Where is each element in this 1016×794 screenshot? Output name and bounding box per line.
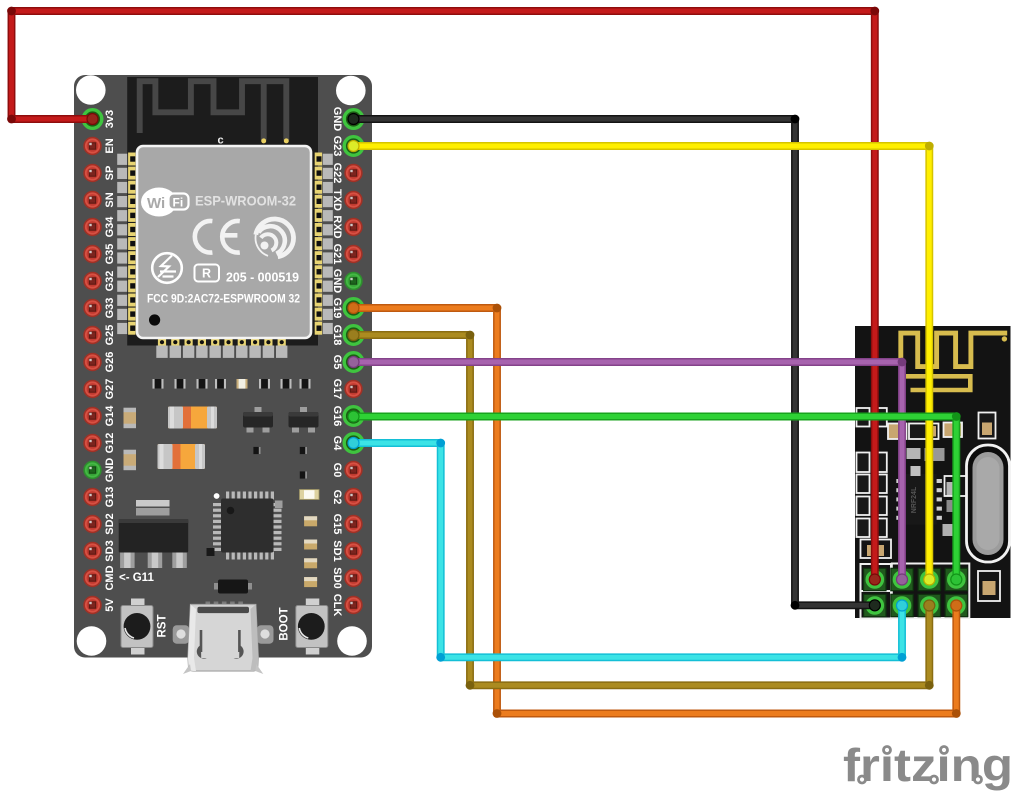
svg-text:<- G11: <- G11 [119,572,154,584]
svg-text:3v3: 3v3 [104,110,116,128]
svg-text:G18: G18 [331,325,343,346]
svg-text:c: c [218,135,224,147]
svg-text:G16: G16 [331,406,343,427]
svg-text:EN: EN [104,138,116,153]
svg-text:G22: G22 [331,163,343,184]
svg-text:CLK: CLK [331,594,343,617]
svg-text:G12: G12 [104,433,116,454]
svg-text:G2: G2 [331,490,343,505]
svg-text:205 - 000519: 205 - 000519 [226,271,299,285]
svg-text:SN: SN [104,192,116,207]
svg-text:GND: GND [331,107,343,132]
svg-text:SD0: SD0 [331,567,343,588]
svg-text:G33: G33 [104,298,116,319]
svg-text:G0: G0 [331,463,343,478]
svg-text:ESP-WROOM-32: ESP-WROOM-32 [195,193,296,209]
svg-text:G14: G14 [104,405,116,427]
svg-text:RXD: RXD [331,215,343,238]
svg-text:G27: G27 [104,379,116,400]
svg-text:G21: G21 [331,244,343,265]
svg-text:5V: 5V [104,598,116,612]
svg-text:SD2: SD2 [104,513,116,534]
svg-text:GND: GND [104,458,116,483]
svg-text:G4: G4 [331,436,343,452]
svg-text:BOOT: BOOT [279,607,291,640]
svg-text:SD1: SD1 [331,540,343,561]
svg-text:SP: SP [104,166,116,181]
svg-text:fritzing: fritzing [843,739,1013,791]
svg-text:G17: G17 [331,379,343,400]
svg-text:G35: G35 [104,244,116,265]
svg-text:G15: G15 [331,514,343,535]
svg-text:SD3: SD3 [104,540,116,561]
svg-text:TXD: TXD [331,189,343,211]
svg-text:G26: G26 [104,352,116,373]
svg-text:G34: G34 [104,216,116,238]
svg-text:R: R [202,267,211,281]
svg-text:FCC 9D:2AC72-ESPWROOM 32: FCC 9D:2AC72-ESPWROOM 32 [147,292,300,306]
svg-text:Wi: Wi [147,195,165,212]
svg-text:G13: G13 [104,487,116,508]
svg-text:GND: GND [331,269,343,294]
svg-text:CMD: CMD [104,565,116,590]
svg-text:Fi: Fi [173,196,184,210]
svg-text:G5: G5 [331,355,343,370]
svg-text:G32: G32 [104,271,116,292]
svg-text:RST: RST [157,615,169,638]
svg-text:G23: G23 [331,136,343,157]
svg-text:G19: G19 [331,298,343,319]
svg-text:NRF24L: NRF24L [911,486,918,513]
svg-text:G25: G25 [104,325,116,346]
